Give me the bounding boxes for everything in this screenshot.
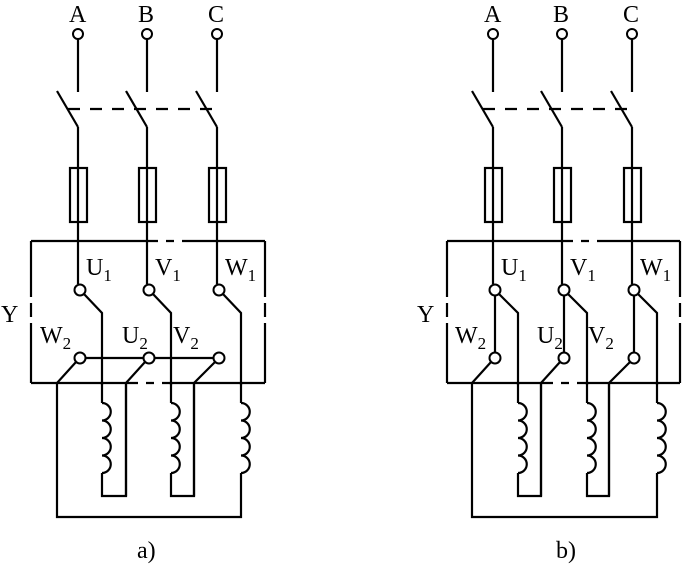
supply-terminal-c bbox=[211, 28, 223, 40]
lower-terminal-link-0 bbox=[471, 361, 492, 384]
motor-winding-coil-2 bbox=[240, 401, 251, 475]
lower-terminal-label-1-subscript: 2 bbox=[139, 334, 148, 353]
supply-label-a: A bbox=[484, 2, 502, 28]
supply-label-c: C bbox=[623, 2, 639, 28]
lower-terminal-link-1 bbox=[540, 361, 561, 384]
star-point-loop bbox=[55, 383, 243, 519]
lower-terminal-label-0-subscript: 2 bbox=[63, 334, 72, 353]
lower-terminal-label-2-letter: V bbox=[588, 323, 606, 349]
motor-winding-coil-2 bbox=[656, 401, 667, 475]
upper-terminal-label-2-letter: W bbox=[225, 255, 248, 281]
supply-label-a: A bbox=[69, 2, 87, 28]
upper-terminal-label-2: W1 bbox=[640, 255, 671, 285]
lower-terminal-1 bbox=[557, 351, 571, 365]
supply-label-b: B bbox=[553, 2, 569, 28]
lower-terminal-label-0: W2 bbox=[455, 323, 486, 353]
upper-terminal-1 bbox=[557, 283, 571, 297]
upper-terminal-label-2: W1 bbox=[225, 255, 256, 285]
motor-winding-coil-1 bbox=[170, 401, 181, 475]
upper-terminal-0 bbox=[73, 283, 87, 297]
upper-terminal-link-2 bbox=[222, 293, 243, 385]
upper-terminal-link-0 bbox=[498, 293, 520, 385]
upper-terminal-label-1-letter: V bbox=[570, 255, 588, 281]
lower-terminal-label-2: V2 bbox=[588, 323, 614, 353]
upper-terminal-2 bbox=[212, 283, 226, 297]
lower-terminal-label-2-letter: V bbox=[173, 323, 191, 349]
lower-terminal-label-1: U2 bbox=[122, 323, 148, 353]
lower-terminal-label-2-subscript: 2 bbox=[190, 334, 199, 353]
upper-terminal-label-1-letter: V bbox=[155, 255, 173, 281]
supply-terminal-b bbox=[141, 28, 153, 40]
upper-terminal-label-0-subscript: 1 bbox=[518, 266, 527, 285]
upper-terminal-label-2-subscript: 1 bbox=[663, 266, 672, 285]
upper-terminal-2 bbox=[627, 283, 641, 297]
lower-terminal-label-1-letter: U bbox=[537, 323, 554, 349]
supply-terminal-b bbox=[556, 28, 568, 40]
supply-terminal-a bbox=[487, 28, 499, 40]
lower-terminal-label-1-letter: U bbox=[122, 323, 139, 349]
upper-terminal-label-1-subscript: 1 bbox=[587, 266, 596, 285]
supply-label-c: C bbox=[208, 2, 224, 28]
upper-terminal-label-0-letter: U bbox=[86, 255, 103, 281]
lower-terminal-label-0-subscript: 2 bbox=[478, 334, 487, 353]
lower-terminal-0 bbox=[488, 351, 502, 365]
lower-terminal-label-0: W2 bbox=[40, 323, 71, 353]
lower-terminal-0 bbox=[73, 351, 87, 365]
motor-winding-coil-0 bbox=[517, 401, 528, 475]
lower-terminal-label-0-letter: W bbox=[40, 323, 63, 349]
upper-terminal-link-1 bbox=[152, 293, 173, 385]
motor-winding-coil-1 bbox=[586, 401, 597, 475]
panel-caption-a: a) bbox=[137, 538, 156, 564]
switch-blade-a bbox=[471, 90, 494, 128]
upper-terminal-label-0-subscript: 1 bbox=[103, 266, 112, 285]
upper-terminal-label-0: U1 bbox=[86, 255, 112, 285]
switch-blade-a bbox=[56, 90, 79, 128]
connection-type-label: Y bbox=[1, 302, 18, 328]
supply-terminal-c bbox=[626, 28, 638, 40]
supply-terminal-a bbox=[72, 28, 84, 40]
lower-terminal-label-2-subscript: 2 bbox=[605, 334, 614, 353]
motor-winding-coil-0 bbox=[101, 401, 112, 475]
upper-terminal-link-1 bbox=[567, 293, 589, 385]
upper-terminal-link-0 bbox=[83, 293, 104, 385]
lower-terminal-1 bbox=[142, 351, 156, 365]
lower-terminal-link-2 bbox=[608, 361, 631, 384]
lower-terminal-2 bbox=[212, 351, 226, 365]
lower-terminal-link-0 bbox=[56, 361, 77, 384]
lower-terminal-label-1-subscript: 2 bbox=[554, 334, 563, 353]
lower-terminal-link-1 bbox=[125, 361, 146, 384]
upper-terminal-label-1: V1 bbox=[570, 255, 596, 285]
upper-terminal-label-2-letter: W bbox=[640, 255, 663, 281]
lower-terminal-label-2: V2 bbox=[173, 323, 199, 353]
upper-terminal-link-2 bbox=[637, 293, 659, 385]
upper-terminal-label-1-subscript: 1 bbox=[172, 266, 181, 285]
lower-terminal-link-2 bbox=[193, 361, 216, 384]
lower-terminal-label-0-letter: W bbox=[455, 323, 478, 349]
upper-terminal-label-1: V1 bbox=[155, 255, 181, 285]
upper-terminal-label-0: U1 bbox=[501, 255, 527, 285]
panel-caption-b: b) bbox=[556, 538, 576, 564]
lower-terminal-label-1: U2 bbox=[537, 323, 563, 353]
star-point-loop bbox=[470, 383, 659, 519]
upper-terminal-label-0-letter: U bbox=[501, 255, 518, 281]
connection-type-label: Y bbox=[417, 302, 434, 328]
lower-terminal-2 bbox=[627, 351, 641, 365]
supply-label-b: B bbox=[138, 2, 154, 28]
upper-terminal-label-2-subscript: 1 bbox=[248, 266, 257, 285]
upper-terminal-1 bbox=[142, 283, 156, 297]
upper-terminal-0 bbox=[488, 283, 502, 297]
